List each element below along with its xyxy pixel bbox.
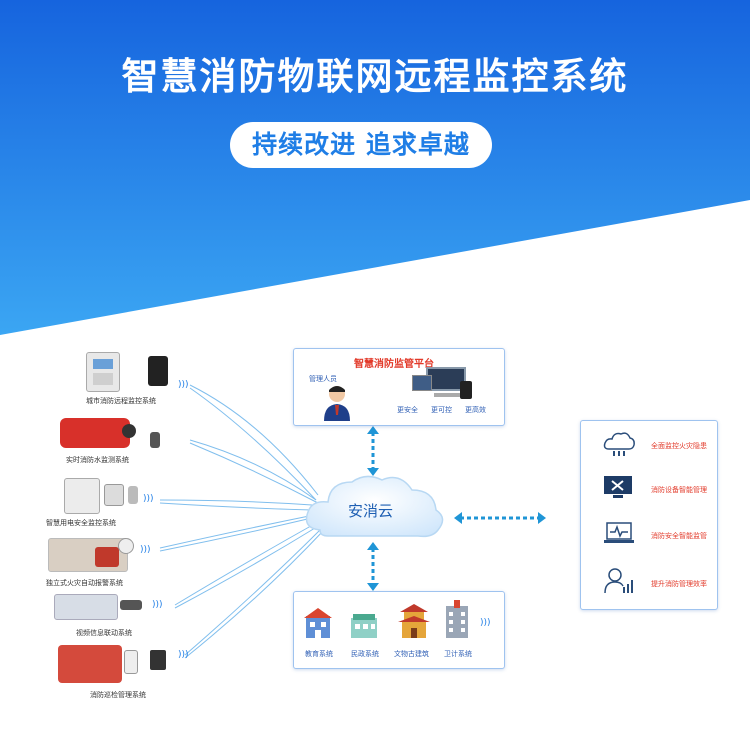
camera-icon xyxy=(120,600,142,610)
left-system-label: 消防巡检管理系统 xyxy=(90,691,146,699)
platform-tag: 更安全 xyxy=(397,406,418,414)
civil-building-icon xyxy=(351,614,377,638)
laptop-pulse-icon xyxy=(604,522,634,543)
alarm-photo-icon xyxy=(48,538,128,572)
platform-title: 智慧消防监管平台 xyxy=(354,359,434,370)
hospital-building-icon xyxy=(446,600,468,638)
pagoda-icon xyxy=(398,604,430,638)
platform-tag: 更可控 xyxy=(431,406,452,414)
monitor-tools-icon xyxy=(604,476,632,498)
pressure-sensor-icon xyxy=(150,432,160,448)
sensor-box-icon xyxy=(148,356,168,386)
platform-panel: 智慧消防监管平台 管理人员 更安全 更可控 更高效 xyxy=(293,348,505,426)
wifi-icon: ))) xyxy=(178,380,189,390)
left-system-label: 视频信息联动系统 xyxy=(76,629,132,637)
feature-label: 全面监控火灾隐患 xyxy=(651,442,707,450)
handheld-terminal-icon xyxy=(150,650,166,670)
meter-icon xyxy=(128,486,138,504)
remote-monitor-device-icon xyxy=(86,352,120,392)
water-gauge-icon xyxy=(122,424,136,438)
cloud-data-icon xyxy=(603,432,635,456)
pump-station-icon xyxy=(58,645,122,683)
feature-label: 消防设备智能管理 xyxy=(651,486,707,494)
control-box-icon xyxy=(124,650,138,674)
left-system-label: 实时消防水监测系统 xyxy=(66,456,129,464)
left-system-label: 智慧用电安全监控系统 xyxy=(46,519,116,527)
left-system-label: 城市消防远程监控系统 xyxy=(86,397,156,405)
cloud-icon xyxy=(305,475,444,538)
platform-tag: 更高效 xyxy=(465,406,486,414)
building-label: 教育系统 xyxy=(305,650,333,658)
feature-label: 消防安全智能监管 xyxy=(651,532,707,540)
wifi-icon: ))) xyxy=(140,545,151,555)
building-label: 卫计系统 xyxy=(444,650,472,658)
cloud-label: 安消云 xyxy=(348,502,394,520)
electric-cabinet-icon xyxy=(64,478,100,514)
school-building-icon xyxy=(304,608,332,638)
feature-label: 提升消防管理效率 xyxy=(651,580,707,588)
wifi-icon: ))) xyxy=(143,494,154,504)
wifi-icon: ))) xyxy=(480,618,491,628)
manager-label: 管理人员 xyxy=(309,375,337,383)
fire-pump-icon xyxy=(60,418,130,448)
features-panel: 全面监控火灾隐患 消防设备智能管理 消防安全智能监管 提升消防管理效率 xyxy=(580,420,718,610)
smoke-detector-icon xyxy=(118,538,134,554)
wifi-icon: ))) xyxy=(178,650,189,660)
devices-icon xyxy=(412,367,474,401)
page-title: 智慧消防物联网远程监控系统 xyxy=(121,55,629,98)
slogan-badge: 持续改进 追求卓越 xyxy=(230,122,492,168)
wifi-icon: ))) xyxy=(152,600,163,610)
left-system-label: 独立式火灾自动报警系统 xyxy=(46,579,123,587)
buildings-panel: ))) 教育系统 民政系统 文物古建筑 卫计系统 xyxy=(293,591,505,669)
video-wall-icon xyxy=(54,594,118,620)
manager-avatar-icon xyxy=(324,386,350,421)
building-label: 民政系统 xyxy=(351,650,379,658)
breaker-icon xyxy=(104,484,124,506)
user-chart-icon xyxy=(604,568,633,594)
building-label: 文物古建筑 xyxy=(394,650,429,658)
